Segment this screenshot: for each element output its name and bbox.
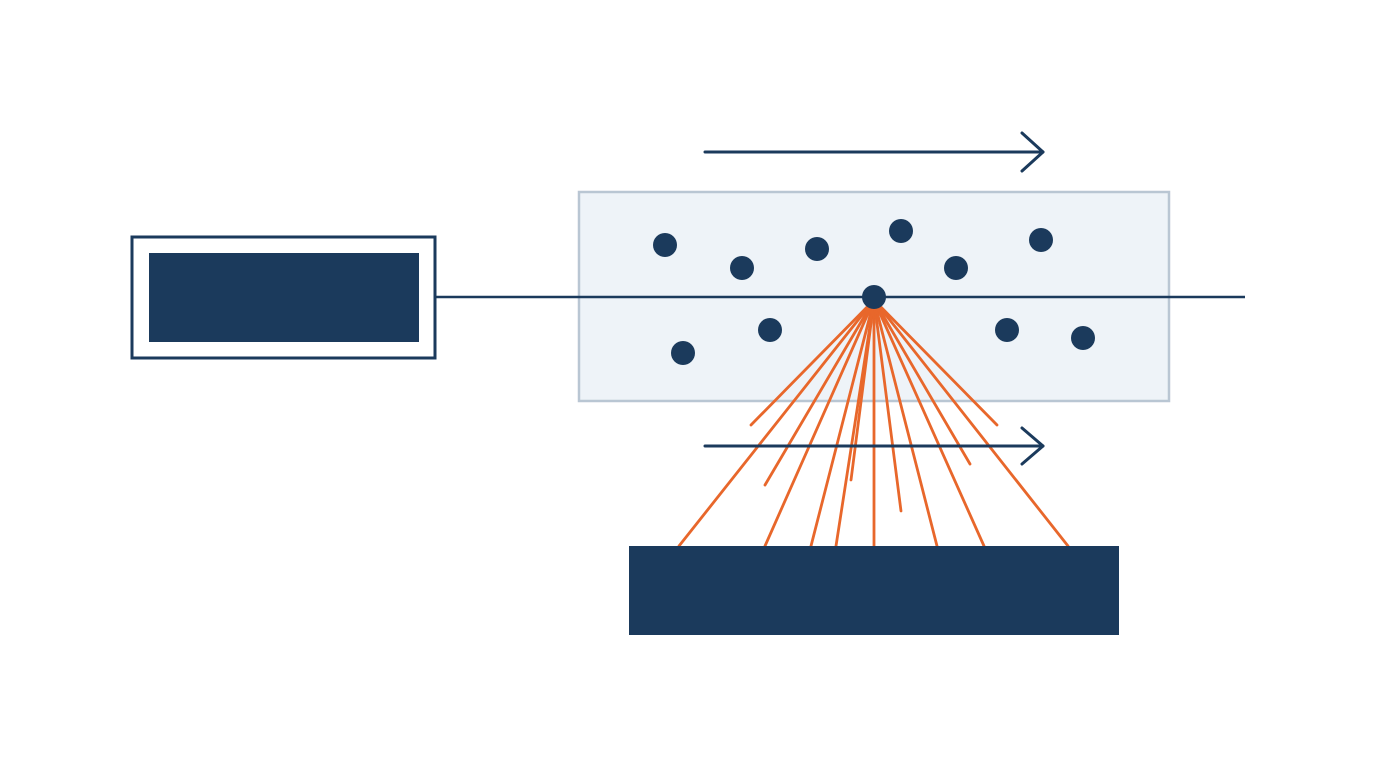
flow-arrow-top-head (1020, 131, 1045, 173)
scatter-ray (872, 298, 986, 548)
scatter-ray (749, 298, 876, 427)
scattered-light-rays (677, 298, 1070, 548)
particle (1071, 326, 1095, 350)
particle (944, 256, 968, 280)
scatter-ray (872, 298, 1070, 548)
particle (1029, 228, 1053, 252)
particle (671, 341, 695, 365)
particle (653, 233, 677, 257)
scatter-ray (872, 298, 999, 427)
flow-arrow-bottom (703, 426, 1045, 466)
scatter-ray (872, 298, 903, 513)
scatter-ray (872, 298, 939, 548)
scatter-ray (809, 298, 876, 548)
flow-arrow-top (703, 131, 1045, 173)
scatter-ray (677, 298, 876, 548)
particle (730, 256, 754, 280)
flow-arrow-bottom-head (1020, 426, 1045, 466)
laser-source-body (149, 253, 419, 342)
scatter-ray (763, 298, 876, 548)
particle (758, 318, 782, 342)
particle (995, 318, 1019, 342)
scattering-particle (862, 285, 886, 309)
laser-source (130, 235, 437, 360)
particle (889, 219, 913, 243)
detector (629, 546, 1119, 635)
scatter-ray (763, 298, 876, 487)
particles (653, 219, 1095, 365)
particle (805, 237, 829, 261)
scatter-ray (834, 298, 876, 548)
scatter-ray (872, 298, 972, 466)
